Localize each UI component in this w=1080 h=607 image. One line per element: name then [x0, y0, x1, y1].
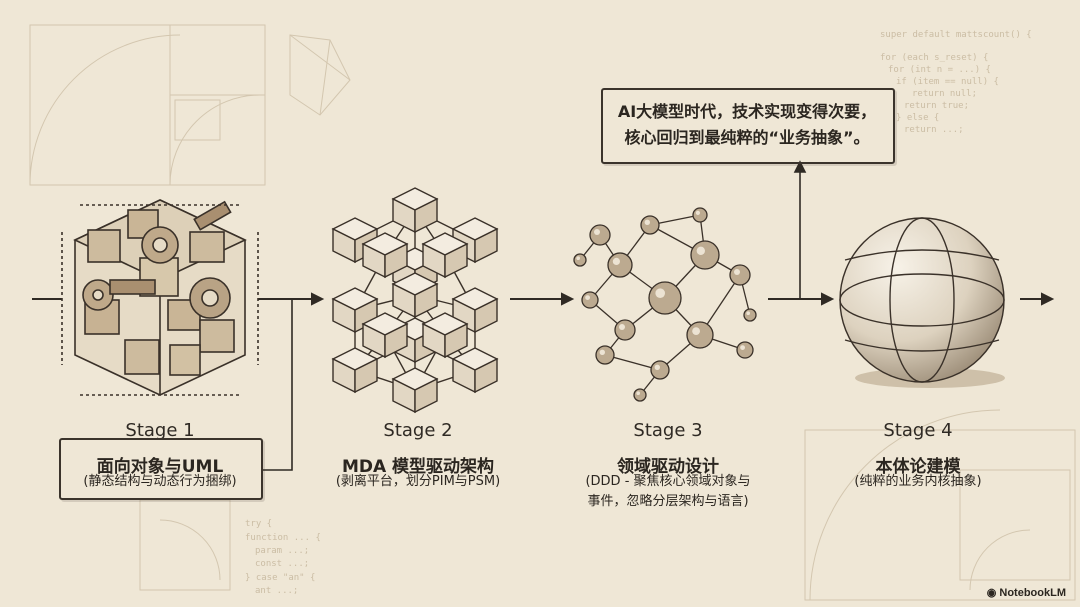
molecule-atom	[641, 216, 659, 234]
gear-cube-icon	[62, 200, 258, 395]
molecule-network-icon	[574, 208, 756, 401]
stage-3-label: Stage 3	[568, 420, 768, 441]
molecule-atom	[651, 361, 669, 379]
molecule-atom-highlight	[740, 345, 745, 350]
molecule-atom	[687, 322, 713, 348]
stage-4-subtitle: (纯粹的业务内核抽象)	[798, 472, 1038, 492]
molecule-atom-highlight	[645, 220, 650, 225]
svg-text:} case "an" {: } case "an" {	[245, 573, 315, 583]
molecule-atom	[693, 208, 707, 222]
svg-text:for (int n = ...) {: for (int n = ...) {	[888, 65, 991, 75]
molecule-atom-highlight	[600, 350, 605, 355]
svg-text:} else {: } else {	[896, 113, 939, 123]
lattice-cube	[393, 188, 437, 232]
stage-2-subtitle: (剥离平台，划分PIM与PSM)	[298, 472, 538, 492]
molecule-atom-highlight	[746, 311, 750, 315]
molecule-atom-highlight	[594, 229, 600, 235]
molecule-atom-highlight	[697, 247, 705, 255]
svg-text:function ... {: function ... {	[245, 533, 321, 543]
stage-1-subtitle: (静态结构与动态行为捆绑)	[40, 472, 280, 492]
lattice-cube	[453, 348, 497, 392]
svg-text:return ...;: return ...;	[904, 125, 964, 135]
svg-text:param ...;: param ...;	[255, 546, 309, 556]
molecule-atom	[634, 389, 646, 401]
stage1-connector	[262, 299, 292, 470]
stage-3-subtitle: (DDD - 聚焦核心领域对象与 事件，忽略分层架构与语言)	[548, 472, 788, 512]
molecule-atom-highlight	[619, 324, 625, 330]
lattice-cube	[393, 368, 437, 412]
molecule-atom-highlight	[585, 295, 590, 300]
molecule-atom	[691, 241, 719, 269]
callout-text: AI大模型时代，技术实现变得次要， 核心回归到最纯粹的“业务抽象”。	[612, 99, 882, 151]
svg-text:const ...;: const ...;	[255, 559, 309, 569]
callout-connector	[795, 162, 805, 299]
stage-3-subtitle-line-1: (DDD - 聚焦核心领域对象与	[548, 472, 788, 492]
molecule-atom	[615, 320, 635, 340]
svg-text:try {: try {	[245, 519, 272, 529]
molecule-atom	[596, 346, 614, 364]
molecule-atom-highlight	[696, 211, 700, 215]
sphere-icon	[840, 218, 1005, 388]
molecule-atom	[730, 265, 750, 285]
molecule-atom-highlight	[636, 391, 640, 395]
svg-text:if (item == null) {: if (item == null) {	[896, 77, 999, 87]
molecule-atom-highlight	[734, 269, 740, 275]
brand-text: NotebookLM	[999, 587, 1066, 599]
molecule-atom	[649, 282, 681, 314]
svg-text:return true;: return true;	[904, 101, 969, 111]
stage-3-subtitle-line-2: 事件，忽略分层架构与语言)	[548, 492, 788, 512]
svg-text:super default mattscount() {: super default mattscount() {	[880, 30, 1032, 40]
svg-text:ant ...;: ant ...;	[255, 586, 298, 596]
stage-4-label: Stage 4	[818, 420, 1018, 441]
molecule-atom	[737, 342, 753, 358]
callout-line-1: AI大模型时代，技术实现变得次要，	[612, 99, 882, 125]
molecule-atom-highlight	[692, 327, 700, 335]
molecule-atom	[590, 225, 610, 245]
molecule-atom	[744, 309, 756, 321]
molecule-atom	[574, 254, 586, 266]
svg-text:return null;: return null;	[912, 89, 977, 99]
molecule-atom-highlight	[613, 258, 620, 265]
notebooklm-logo-icon: ◉	[987, 586, 997, 599]
molecule-atom-highlight	[655, 365, 660, 370]
brand-watermark: ◉NotebookLM	[987, 586, 1066, 599]
wireframe-cube-icon	[333, 188, 497, 412]
molecule-atom-highlight	[655, 288, 665, 298]
callout-line-2: 核心回归到最纯粹的“业务抽象”。	[612, 125, 882, 151]
lattice-cube	[333, 348, 377, 392]
molecule-atom	[582, 292, 598, 308]
molecule-atom-highlight	[576, 256, 580, 260]
svg-text:for (each s_reset) {: for (each s_reset) {	[880, 53, 988, 63]
stage-2-label: Stage 2	[318, 420, 518, 441]
molecule-atom	[608, 253, 632, 277]
